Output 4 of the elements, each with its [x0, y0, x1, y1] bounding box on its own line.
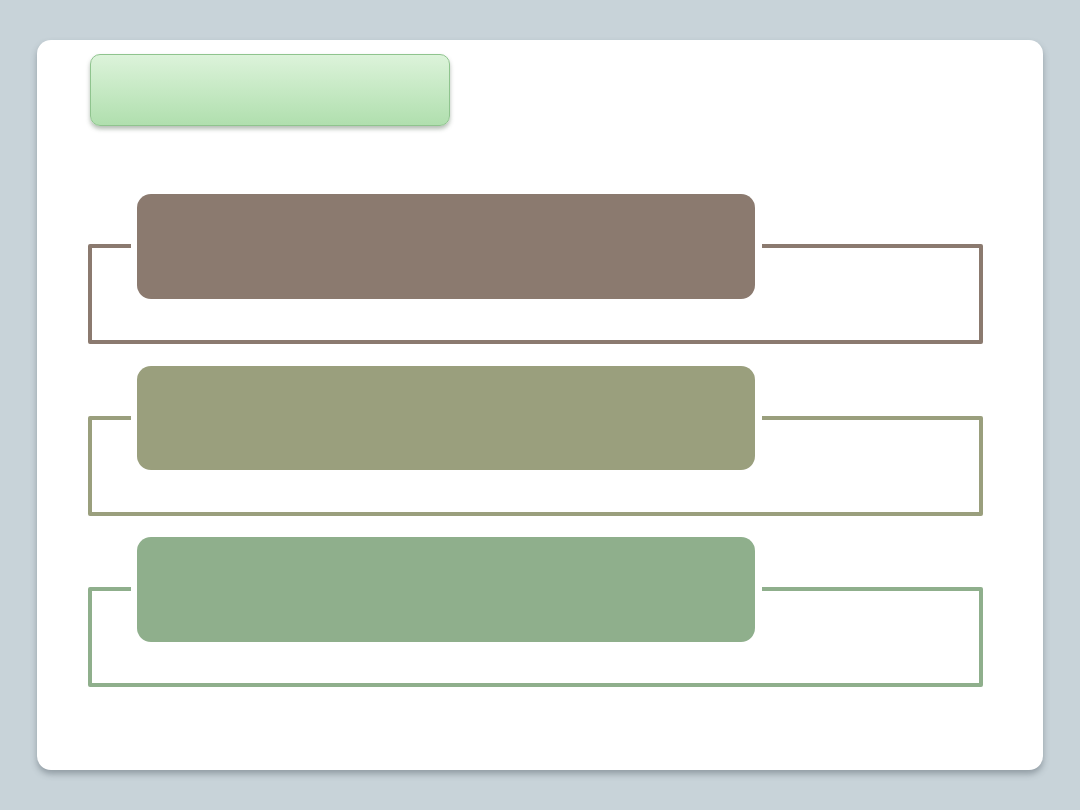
rounded-bar	[137, 194, 755, 299]
rounded-bar	[137, 537, 755, 642]
title-banner	[90, 54, 450, 126]
rounded-bar	[137, 366, 755, 470]
